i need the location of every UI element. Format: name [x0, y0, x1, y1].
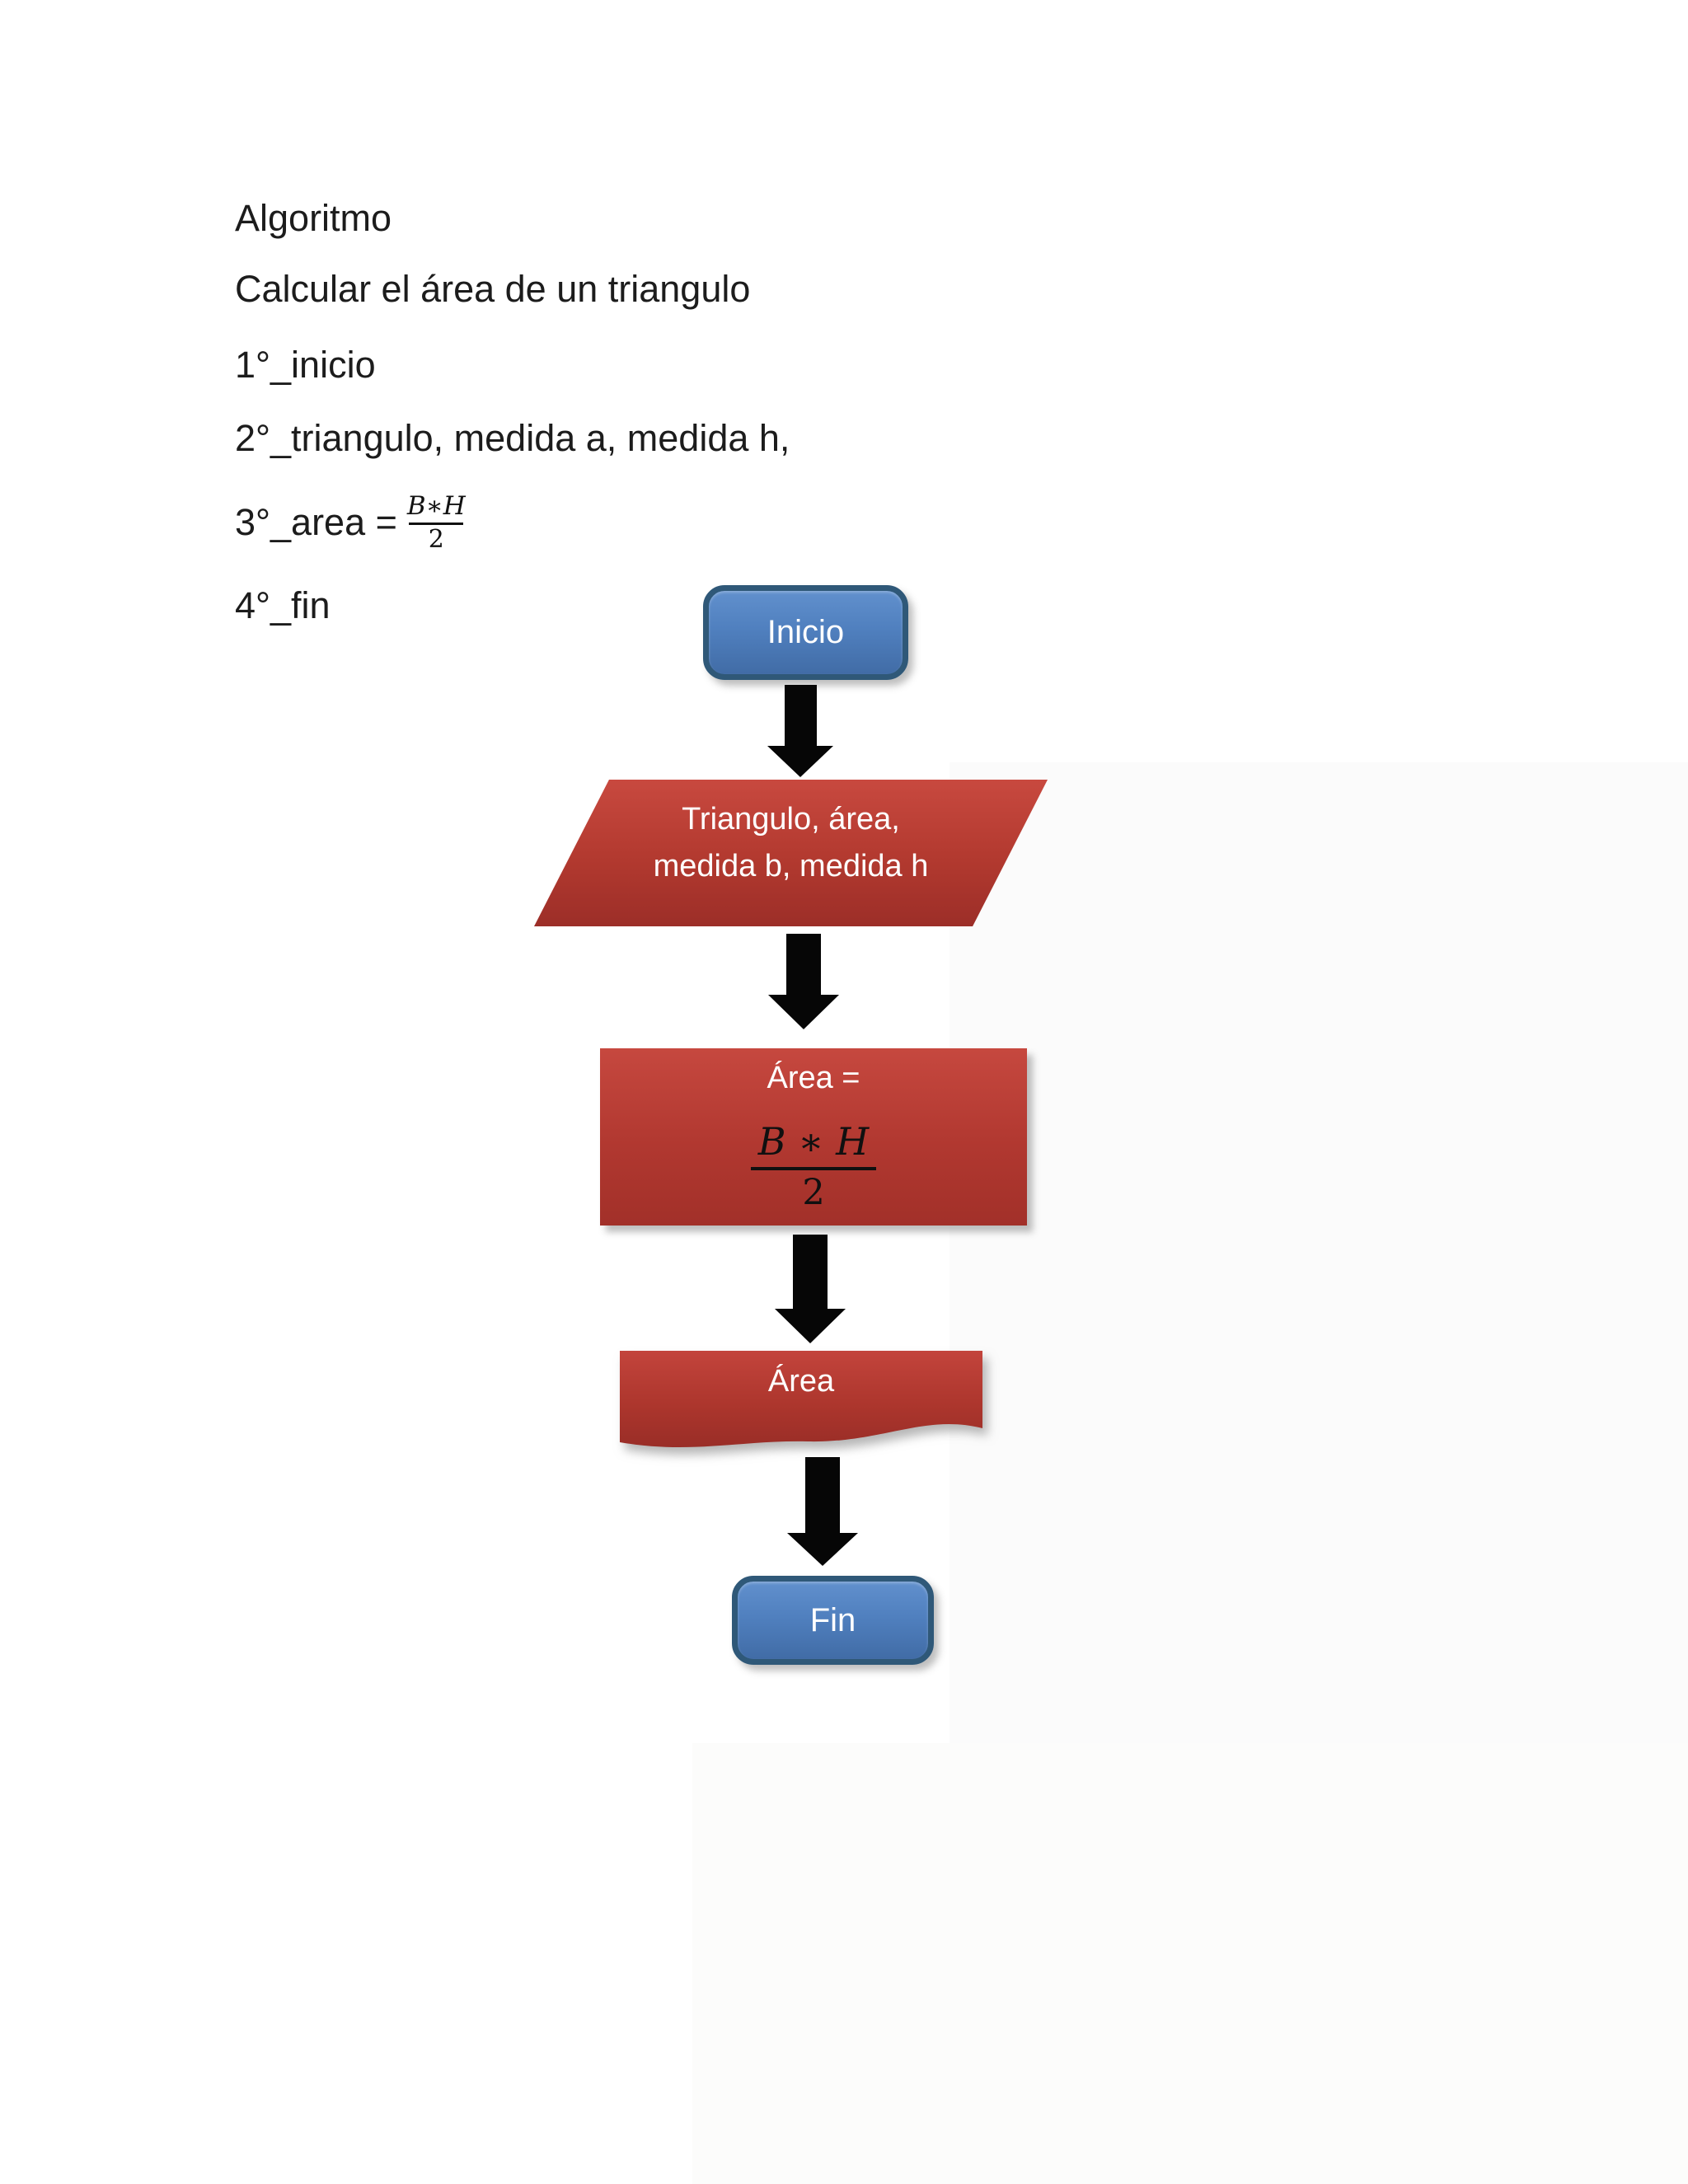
- flow-arrow-4-down-icon: [787, 1533, 858, 1566]
- fraction-bar: [751, 1167, 876, 1171]
- doc-title: Algoritmo: [235, 197, 392, 239]
- flow-arrow-2-shaft: [786, 934, 821, 996]
- flowchart-input-line1: Triangulo, área,: [682, 802, 900, 837]
- doc-step-4: 4°_fin: [235, 584, 331, 626]
- flow-arrow-2-down-icon: [768, 995, 839, 1029]
- fraction-numerator: B∗H: [406, 491, 466, 521]
- flowchart-process-fraction: B ∗ H 2: [751, 1118, 876, 1214]
- flowchart-node-end: Fin: [732, 1576, 934, 1665]
- flow-arrow-3-shaft: [793, 1235, 828, 1310]
- flow-arrow-1-down-icon: [767, 746, 833, 777]
- flow-arrow-1-shaft: [785, 685, 817, 748]
- flowchart-node-output-document-shape: [620, 1351, 982, 1448]
- flow-arrow-3-down-icon: [775, 1309, 846, 1343]
- fraction-numerator: B ∗ H: [757, 1118, 870, 1164]
- flowchart-node-process: Área = B ∗ H 2: [600, 1048, 1027, 1226]
- flowchart-start-label: Inicio: [767, 614, 845, 650]
- doc-subtitle: Calcular el área de un triangulo: [235, 268, 751, 310]
- flow-arrow-4-shaft: [805, 1457, 840, 1535]
- flowchart-end-label: Fin: [809, 1601, 856, 1638]
- doc-step-1: 1°_inicio: [235, 344, 376, 386]
- flowchart-input-label: Triangulo, área, medida b, medida h: [654, 796, 929, 890]
- doc-step-2: 2°_triangulo, medida a, medida h,: [235, 417, 790, 459]
- flowchart-input-line2: medida b, medida h: [653, 849, 929, 883]
- flowchart-output-label: Área: [767, 1364, 835, 1399]
- fraction-bar: [409, 522, 464, 525]
- doc-step-3: 3°_area = B∗H 2: [235, 493, 466, 552]
- background-tint-bottom: [692, 1743, 1688, 2184]
- fraction-denominator: 2: [428, 524, 444, 554]
- doc-step-3-fraction: B∗H 2: [407, 493, 466, 552]
- fraction-denominator: 2: [802, 1172, 825, 1214]
- flowchart-node-start: Inicio: [703, 585, 908, 680]
- background-tint-right: [950, 762, 1688, 1743]
- flowchart-node-input-parallelogram: Triangulo, área, medida b, medida h: [534, 780, 1048, 926]
- flowchart-process-label: Área =: [767, 1061, 860, 1095]
- doc-step-3-prefix: 3°_area =: [235, 501, 397, 544]
